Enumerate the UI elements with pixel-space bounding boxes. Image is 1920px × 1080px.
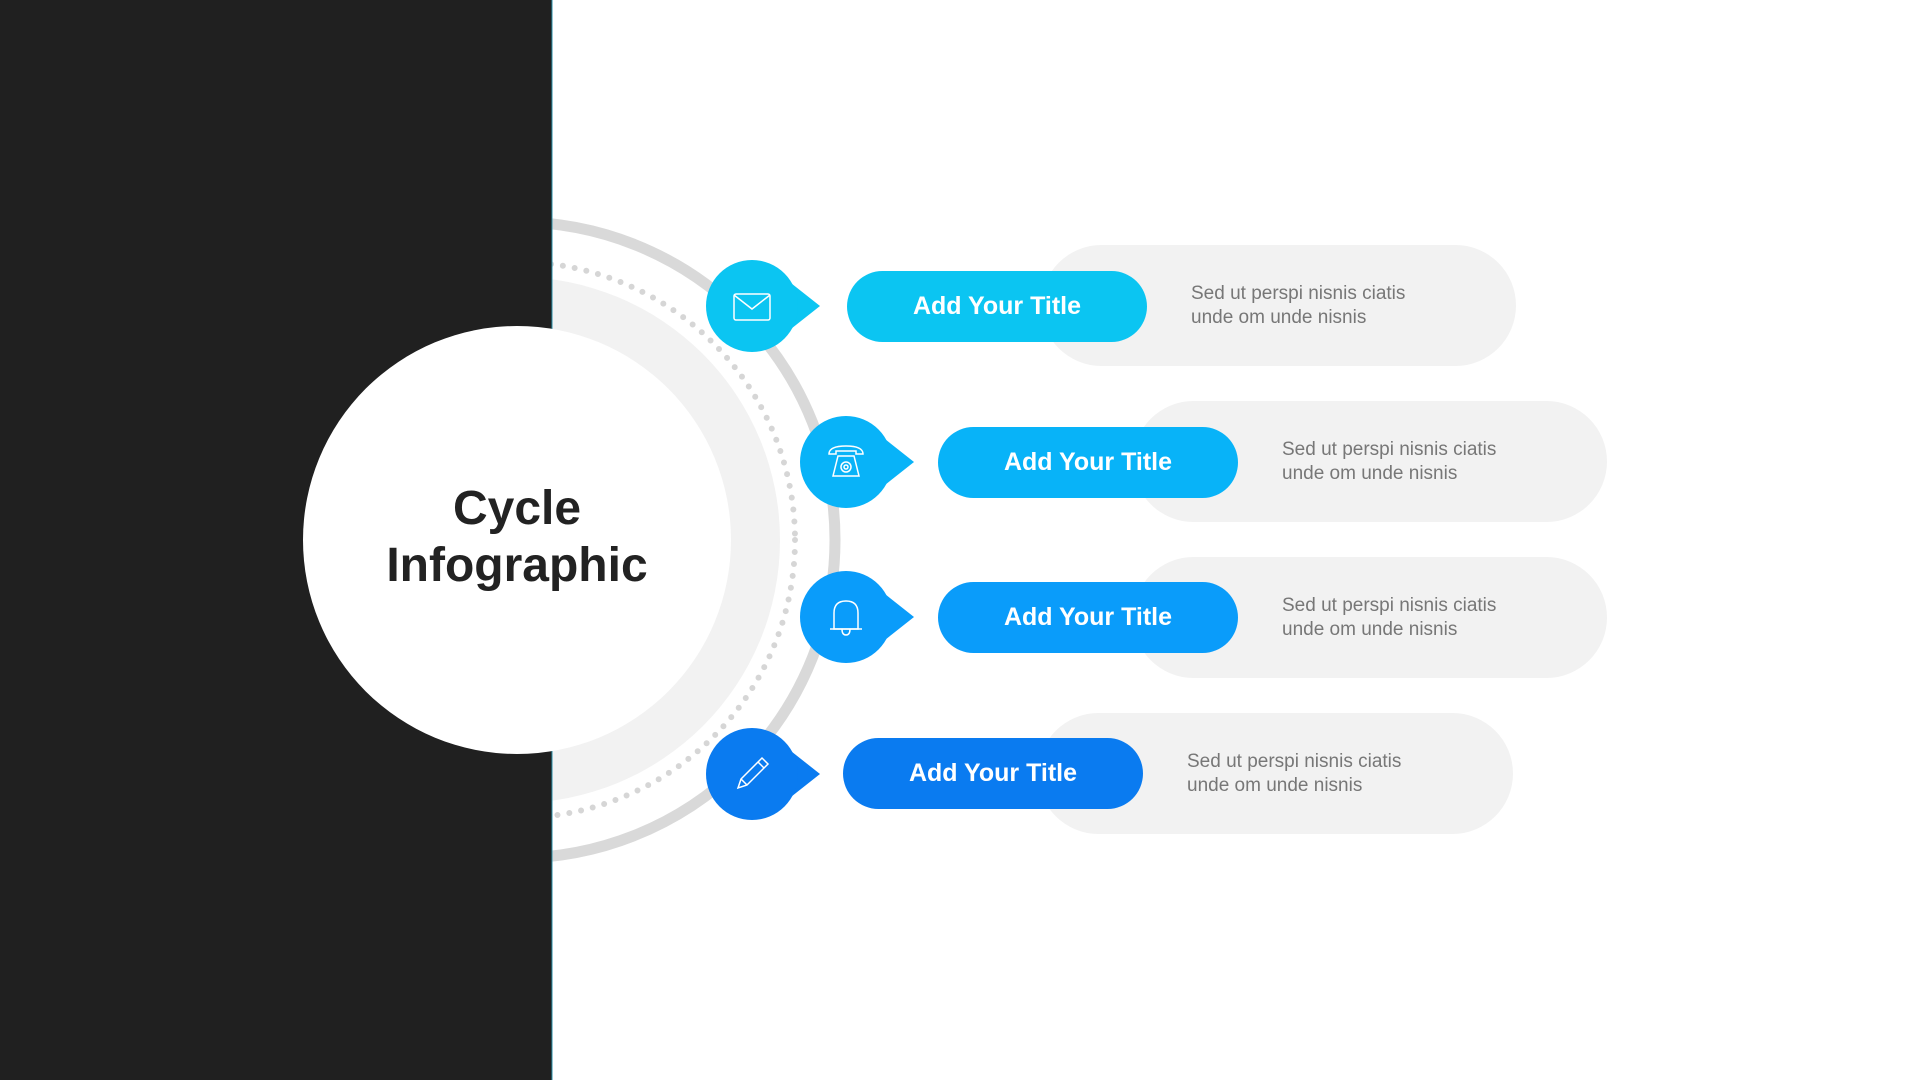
bell-icon xyxy=(830,600,862,636)
pencil-icon xyxy=(736,756,770,790)
title-line-1: Cycle xyxy=(452,482,582,535)
title-pill-2[interactable]: Add Your Title xyxy=(938,427,1238,498)
title-text: Add Your Title xyxy=(1003,603,1173,631)
icon-bubble-3 xyxy=(800,571,892,663)
desc-line: Sed ut perspi nisnis ciatis xyxy=(1191,283,1406,304)
desc-line: unde om unde nisnis xyxy=(1282,463,1458,484)
description-1: Sed ut perspi nisnis ciatis unde om unde … xyxy=(1191,282,1491,330)
title-text: Add Your Title xyxy=(1003,448,1173,476)
description-4: Sed ut perspi nisnis ciatis unde om unde … xyxy=(1187,750,1487,798)
desc-line: unde om unde nisnis xyxy=(1191,307,1367,328)
title-text: Add Your Title xyxy=(908,759,1078,787)
center-circle xyxy=(303,326,731,754)
title-line-2: Infographic xyxy=(386,539,648,592)
envelope-icon xyxy=(733,293,771,321)
desc-line: Sed ut perspi nisnis ciatis xyxy=(1187,751,1402,772)
page-title: Cycle Infographic xyxy=(317,480,717,594)
title-pill-4[interactable]: Add Your Title xyxy=(843,738,1143,809)
telephone-icon xyxy=(828,445,864,477)
icon-bubble-1 xyxy=(706,260,798,352)
title-pill-1[interactable]: Add Your Title xyxy=(847,271,1147,342)
title-text: Add Your Title xyxy=(912,292,1082,320)
description-2: Sed ut perspi nisnis ciatis unde om unde … xyxy=(1282,438,1582,486)
description-3: Sed ut perspi nisnis ciatis unde om unde … xyxy=(1282,594,1582,642)
icon-bubble-4 xyxy=(706,728,798,820)
desc-line: Sed ut perspi nisnis ciatis xyxy=(1282,439,1497,460)
desc-line: Sed ut perspi nisnis ciatis xyxy=(1282,595,1497,616)
desc-line: unde om unde nisnis xyxy=(1282,619,1458,640)
desc-line: unde om unde nisnis xyxy=(1187,775,1363,796)
title-pill-3[interactable]: Add Your Title xyxy=(938,582,1238,653)
